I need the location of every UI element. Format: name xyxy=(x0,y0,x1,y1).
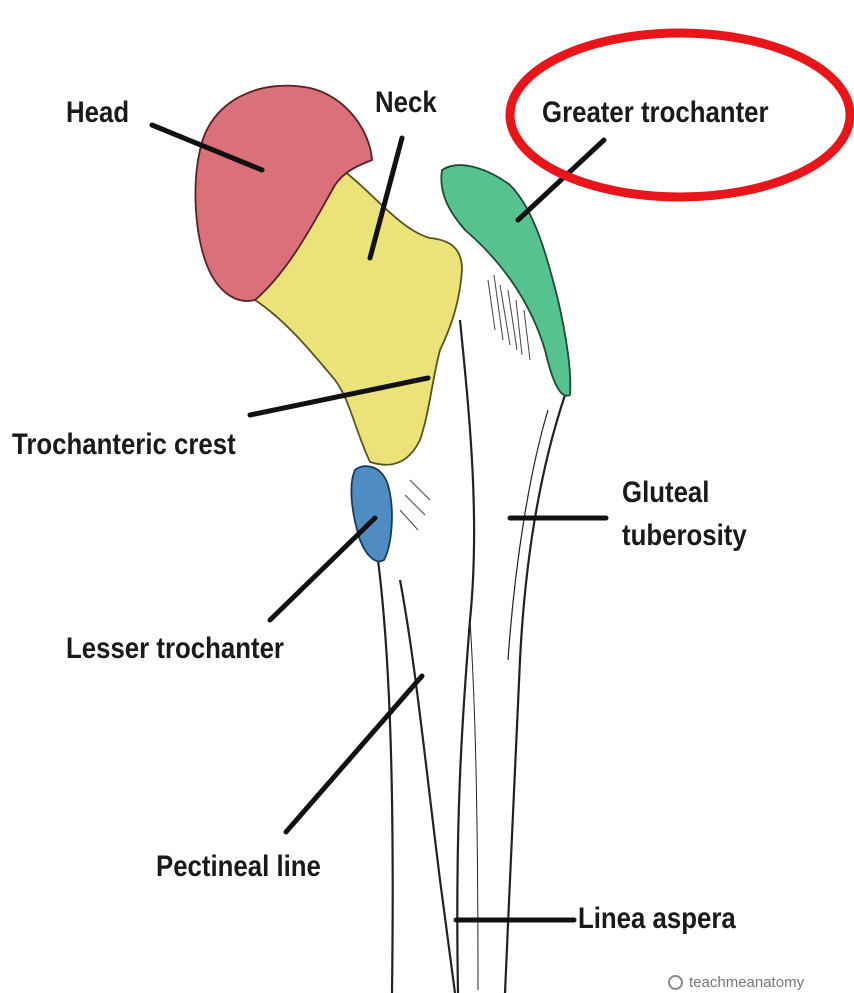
lesser-trochanter-leader-line xyxy=(270,518,375,620)
label-greater-trochanter: Greater trochanter xyxy=(542,96,769,131)
lesser-trochanter-region xyxy=(351,466,392,561)
label-gluteal-tuberosity-line2: tuberosity xyxy=(622,519,747,554)
label-gluteal-tuberosity: Gluteal tuberosity xyxy=(622,476,747,553)
watermark: teachmeanatomy xyxy=(668,974,804,991)
label-head: Head xyxy=(66,96,129,131)
label-neck: Neck xyxy=(375,86,437,121)
pectineal-line-leader-line xyxy=(286,676,422,832)
label-linea-aspera: Linea aspera xyxy=(578,902,736,937)
label-lesser-trochanter: Lesser trochanter xyxy=(66,632,284,667)
label-pectineal-line: Pectineal line xyxy=(156,850,321,885)
teachmeanatomy-logo-icon xyxy=(668,975,683,990)
label-trochanteric-crest: Trochanteric crest xyxy=(12,428,236,463)
watermark-text: teachmeanatomy xyxy=(689,974,804,991)
label-gluteal-tuberosity-line1: Gluteal xyxy=(622,476,747,511)
